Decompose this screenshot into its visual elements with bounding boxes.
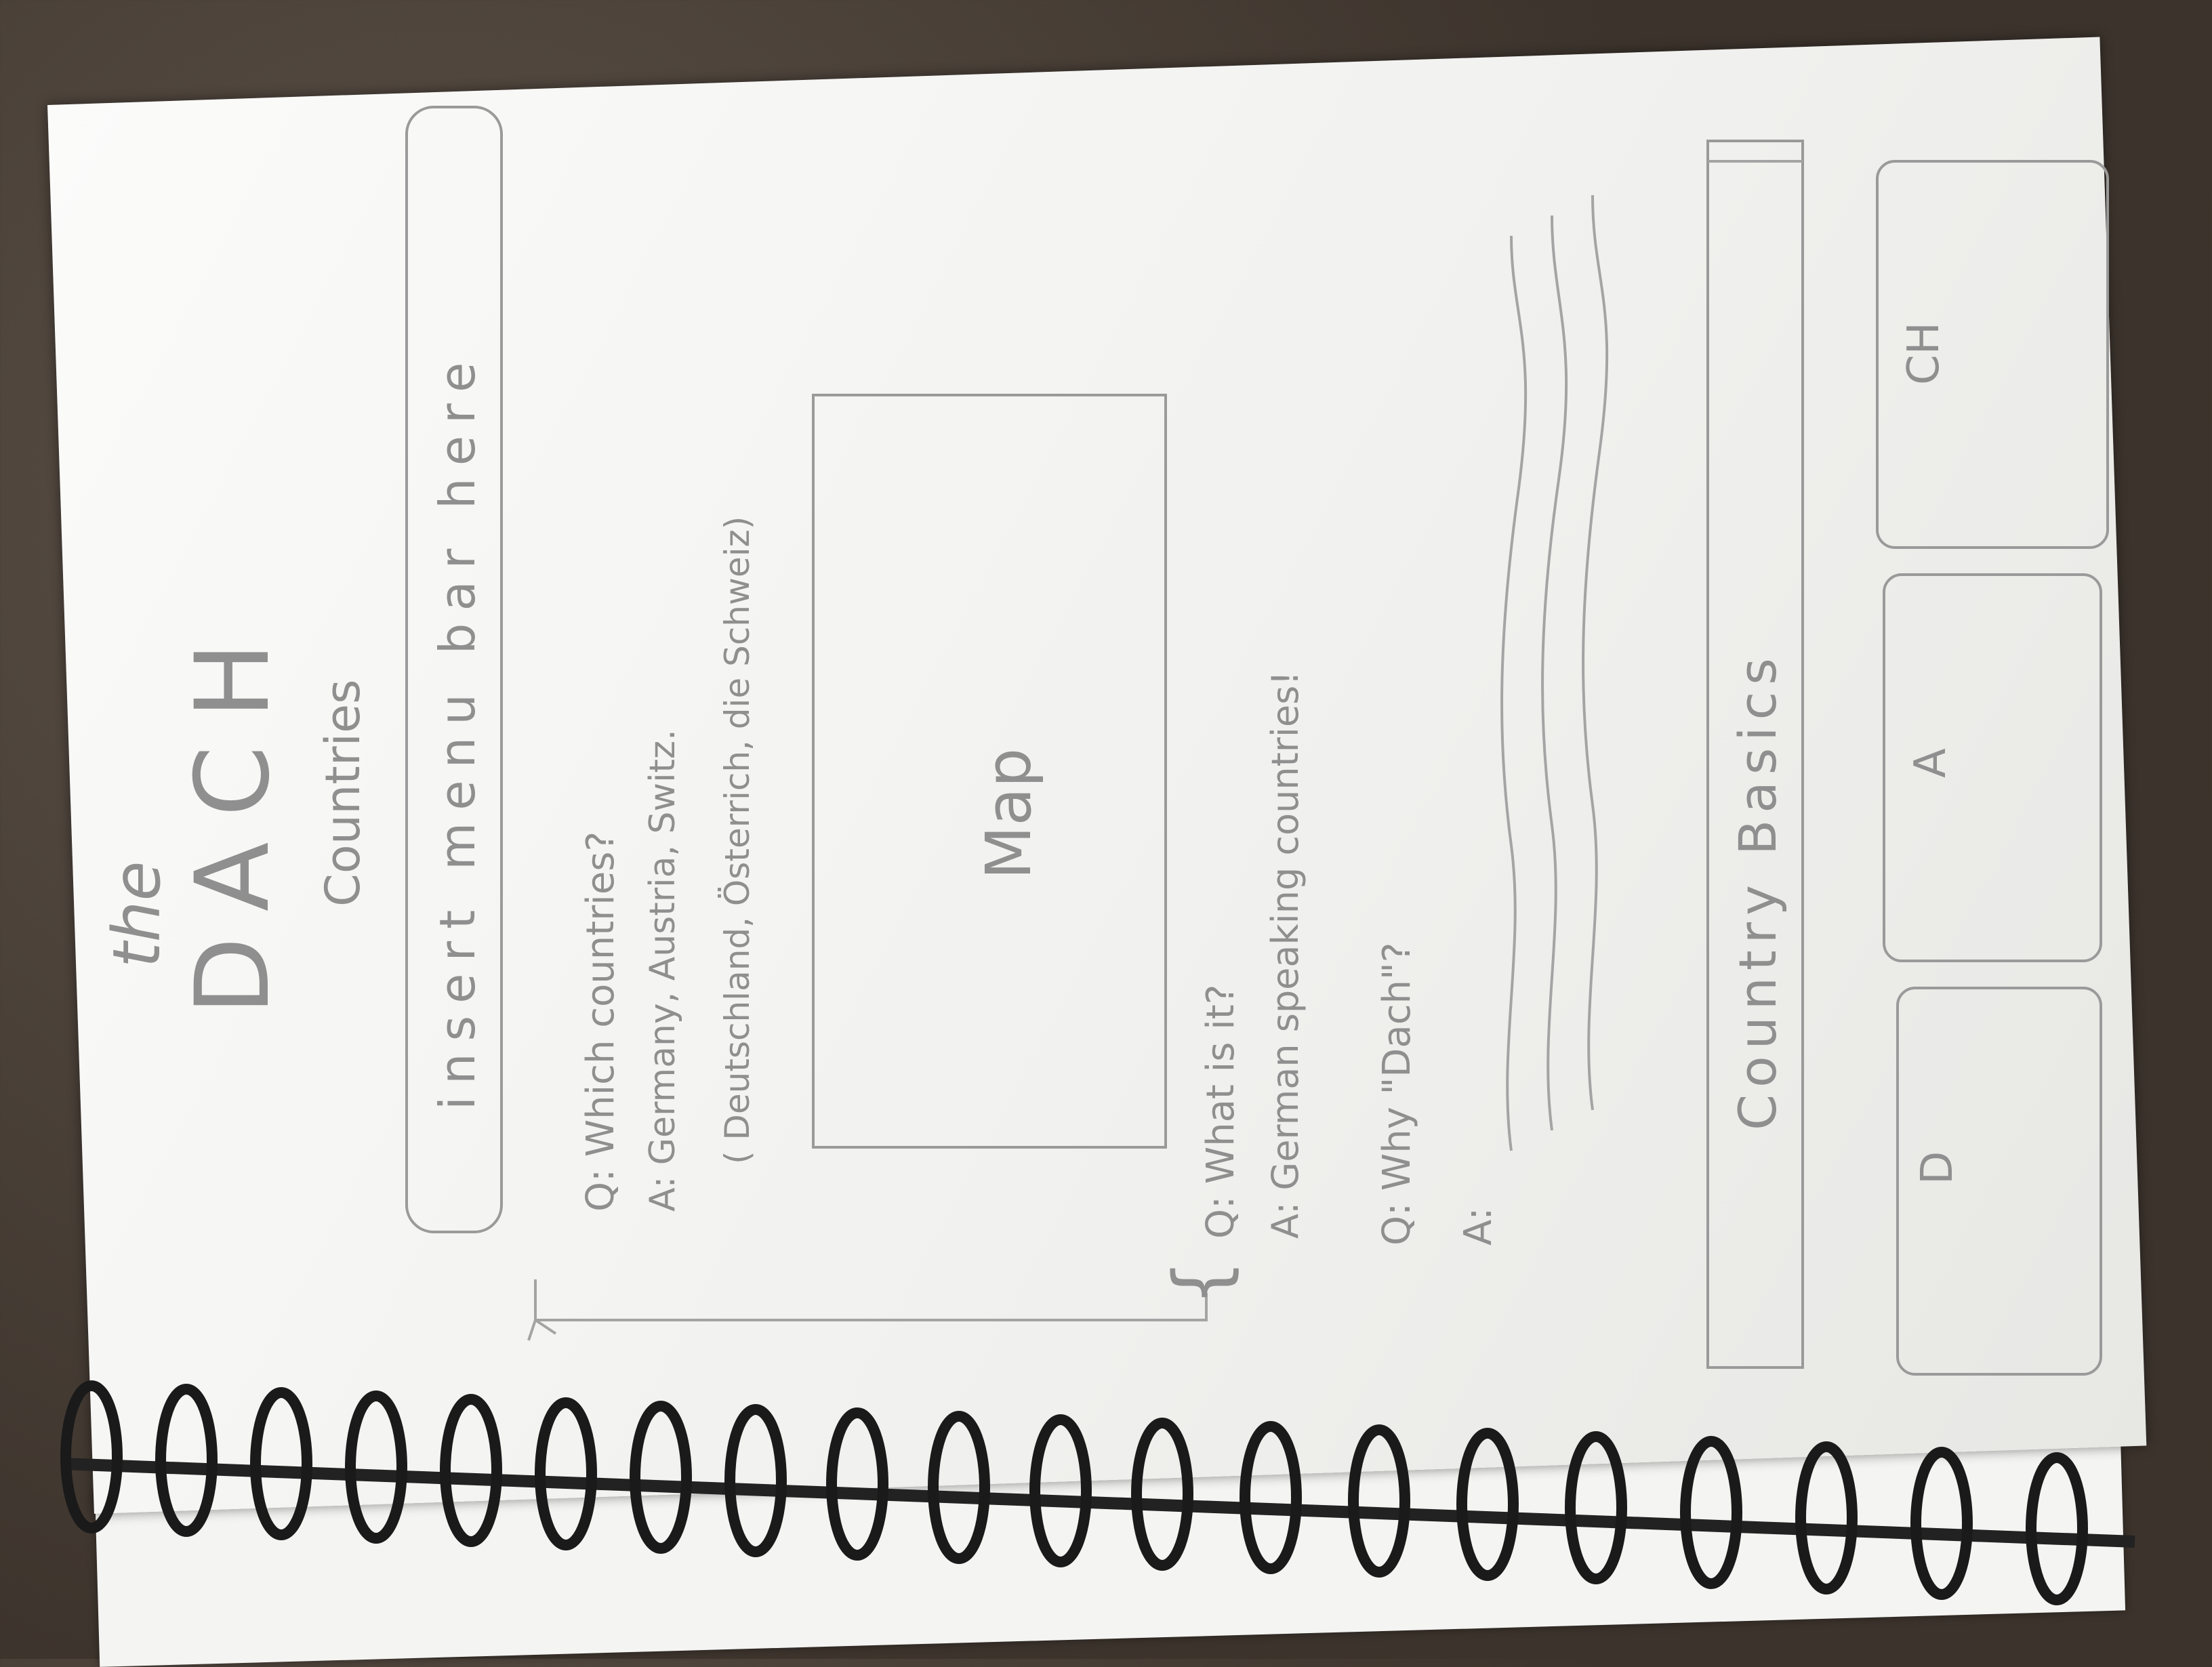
faq-answer-2: A: German speaking countries! — [1264, 671, 1307, 1239]
country-basics-bar[interactable]: Country Basics — [1706, 140, 1804, 1369]
country-card-ch-label: CH — [1899, 322, 1949, 385]
faq-answer-1-note: ( Deutschland, Österrich, die Schweiz) — [718, 516, 757, 1164]
country-card-d[interactable]: D — [1896, 987, 2102, 1376]
page-title: DACH — [174, 615, 292, 1015]
page-subtitle: Countries — [315, 679, 371, 907]
map-label: Map — [972, 748, 1045, 880]
country-basics-label: Country Basics — [1727, 651, 1788, 1130]
map-box: Map — [812, 394, 1167, 1149]
country-card-ch[interactable]: CH — [1876, 160, 2109, 549]
faq-answer-1: A: Germany, Austria, Switz. — [642, 729, 683, 1212]
answer-placeholder-lines — [1500, 194, 1609, 1151]
faq-question-3: Q: Why "Dach"? — [1375, 942, 1419, 1246]
country-card-a[interactable]: A — [1883, 573, 2102, 962]
faq-bracket: { — [1158, 1259, 1244, 1306]
country-card-a-label: A — [1906, 748, 1956, 778]
faq-answer-3: A: — [1456, 1208, 1500, 1246]
menu-bar[interactable]: insert menu bar here — [405, 106, 503, 1233]
faq-question-1: Q: Which countries? — [579, 831, 623, 1212]
menu-bar-label: insert menu bar here — [429, 350, 486, 1110]
title-prefix: the — [99, 861, 175, 968]
bracket-arrow — [527, 1279, 1208, 1341]
faq-question-2: Q: What is it? — [1199, 985, 1243, 1239]
country-card-d-label: D — [1912, 1151, 1963, 1185]
